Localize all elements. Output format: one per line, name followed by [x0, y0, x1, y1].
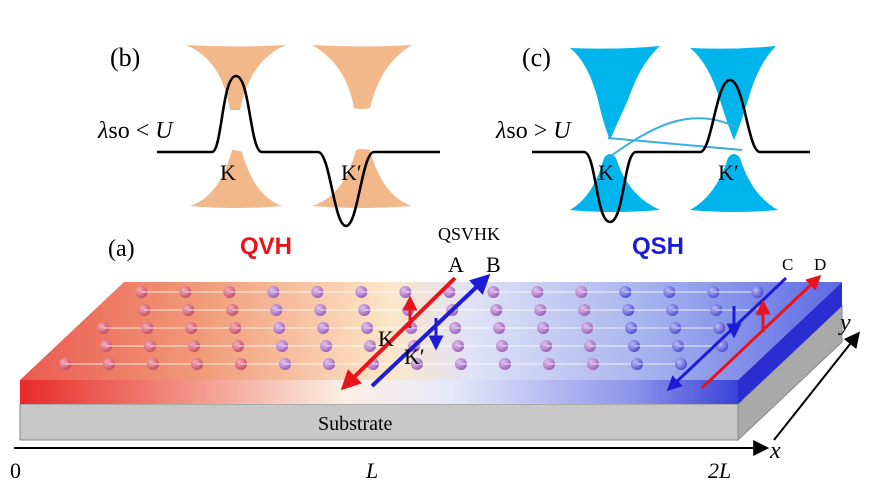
potential-b: [157, 74, 440, 228]
honeycomb-lattice: [58, 286, 767, 370]
edge-band-1: [607, 137, 743, 151]
edge-band-2: [607, 117, 739, 159]
valley-c-kprime: K′: [718, 160, 739, 185]
channel-d-arrow: [700, 274, 822, 390]
valley-a-k: K: [378, 326, 394, 351]
cone-b-kprime-upper: [312, 45, 412, 109]
cone-c-kprime-upper: [690, 46, 776, 140]
panel-b: (b) λso < U K K′: [97, 43, 440, 228]
valley-c-k: K: [598, 160, 614, 185]
tick-2L: 2L: [708, 458, 731, 483]
lattice-atom: [674, 358, 687, 370]
valley-b-kprime: K′: [341, 160, 362, 185]
layer-front: [20, 380, 738, 404]
channel-a-label: A: [448, 252, 464, 277]
channel-b-arrow: [370, 273, 491, 388]
interface-label: QSVHK: [438, 224, 500, 244]
panel-c: (c) λso > U K K′: [495, 43, 810, 224]
region-qvh-label: QVH: [240, 233, 292, 260]
y-axis-label: y: [838, 310, 851, 336]
channel-b-label: B: [486, 252, 501, 277]
region-qsh-label: QSH: [632, 233, 684, 260]
lattice-atom: [713, 322, 726, 334]
valley-b-k: K: [220, 160, 236, 185]
cone-b-k-lower: [190, 150, 282, 208]
valley-a-kprime: K′: [404, 344, 425, 369]
cone-b-k-upper: [186, 45, 286, 110]
panel-b-label: (b): [110, 43, 140, 72]
cone-c-k-lower: [570, 154, 660, 212]
tick-L: L: [365, 458, 378, 483]
layer-side: [738, 282, 842, 404]
tick-0: 0: [10, 458, 21, 483]
channel-a-arrow: [340, 276, 457, 391]
lattice-atom: [751, 286, 764, 298]
condition-c: λso > U: [495, 118, 572, 144]
x-axis-label: x: [769, 438, 781, 464]
channel-c-label: C: [782, 255, 793, 274]
condition-b: λso < U: [97, 118, 174, 144]
substrate-label: Substrate: [318, 413, 393, 435]
y-axis: [773, 331, 860, 441]
channel-d-label: D: [814, 255, 826, 274]
panel-a-label: (a): [108, 236, 135, 262]
cone-c-kprime-lower: [690, 154, 778, 212]
panel-a: (a) QVH QSH QSVHK A B C D K K′ Substrate: [10, 224, 860, 483]
panel-c-label: (c): [522, 43, 551, 72]
potential-c: [532, 78, 810, 224]
cone-c-k-upper: [570, 46, 660, 140]
